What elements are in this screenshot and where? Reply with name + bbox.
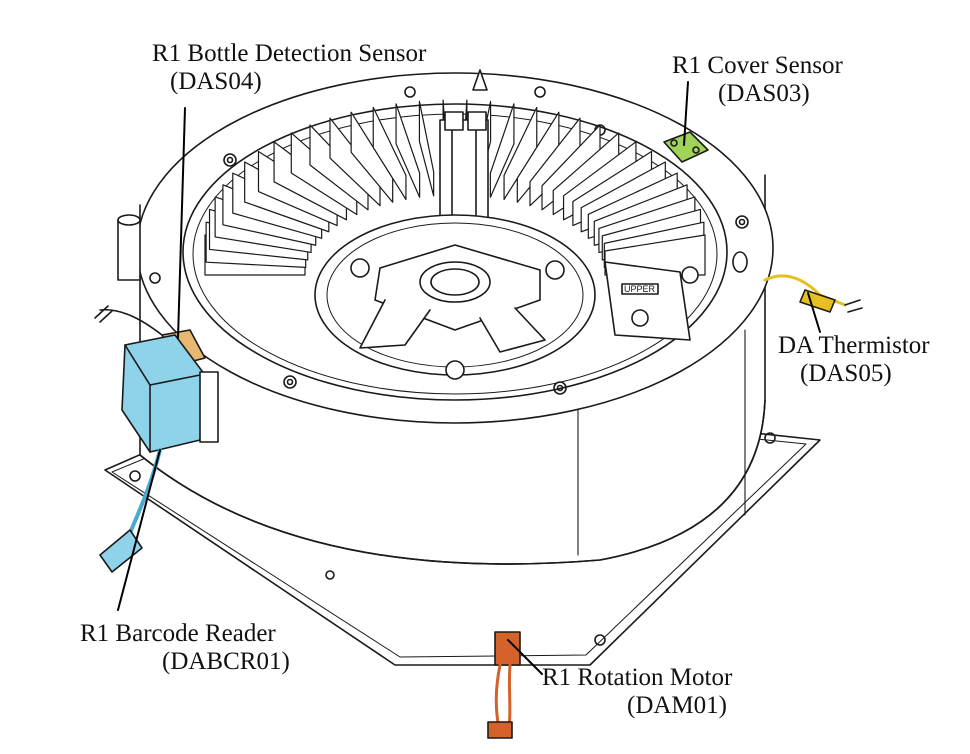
callout-name: R1 Cover Sensor [672,52,843,79]
leader-cover-sensor [683,81,689,146]
callout-cover-sensor: R1 Cover Sensor (DAS03) [672,52,843,108]
left-post [117,214,141,281]
leader-lines [117,81,821,675]
leader-barcode-reader [117,449,161,611]
bottle-slot-fin [395,103,421,198]
callout-code: (DABCR01) [162,648,290,675]
callout-code: (DAS04) [170,68,262,95]
callout-code: (DAS03) [718,80,810,107]
thermistor-part [763,274,863,313]
rear-bottle-holder [439,111,489,231]
rotation-motor-part [487,631,521,739]
bottle-slot-fin [329,117,381,207]
callout-rotation-motor: R1 Rotation Motor (DAM01) [542,664,732,720]
callout-barcode-reader: R1 Barcode Reader (DABCR01) [80,620,290,676]
callout-name: R1 Rotation Motor [542,664,733,691]
leader-rotation-motor [507,639,543,675]
upper-marking: UPPER [624,284,656,294]
leader-thermistor [807,292,821,333]
bottle-slot-fin [372,106,407,200]
callout-name: R1 Bottle Detection Sensor [152,40,427,67]
bottle-slot-fin [489,103,515,198]
barcode-reader-part [99,334,219,573]
callout-code: (DAS05) [800,360,892,387]
center-hub [314,214,596,380]
callout-bottle-detection-sensor: R1 Bottle Detection Sensor (DAS04) [152,40,426,96]
upper-bottle-block [604,261,699,341]
callout-da-thermistor: DA Thermistor (DAS05) [778,332,930,388]
callout-name: DA Thermistor [778,332,930,359]
leader-bottle-sensor [177,107,186,339]
cover-sensor-part [663,131,709,163]
callout-code: (DAM01) [627,692,727,719]
callout-name: R1 Barcode Reader [80,620,276,647]
bottle-slot-fin [350,111,394,203]
bottle-slot-fin [418,100,435,197]
